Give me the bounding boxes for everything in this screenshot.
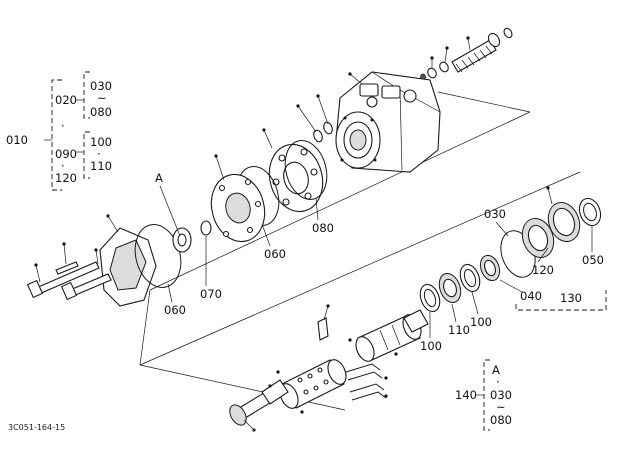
callout-030-top: 030: [90, 79, 112, 93]
tilde-bottom: ~: [496, 400, 506, 414]
tilde-top: ~: [97, 91, 107, 105]
callout-100-left: 100: [90, 135, 112, 149]
callout-090: 090: [55, 147, 77, 161]
callout-010: 010: [6, 133, 28, 147]
dot-010: ·: [61, 119, 65, 133]
callout-110-right: 110: [448, 323, 470, 337]
dot-090: ·: [61, 159, 65, 173]
callout-030-bottom: 030: [490, 388, 512, 402]
callouts-middle: A 070 060 060 080: [155, 171, 334, 317]
callout-080-mid: 080: [312, 221, 334, 235]
callout-050: 050: [582, 253, 604, 267]
assembly-outline: [139, 91, 581, 411]
callout-A-right: A: [492, 363, 500, 377]
leaf-springs: [345, 363, 388, 401]
callout-060-b: 060: [264, 247, 286, 261]
gerotor-set: [200, 128, 328, 243]
callout-120-right: 120: [532, 263, 554, 277]
spool-sleeve: [276, 304, 429, 414]
callout-040: 040: [520, 289, 542, 303]
callout-130: 130: [560, 291, 582, 305]
washers: 100 110 100: [419, 254, 501, 353]
callout-140: 140: [455, 388, 477, 402]
left-bracket-group: 010 020 030 ~ 080 · 090 · 100 · 110 120: [6, 71, 112, 191]
callout-100-a: 100: [420, 339, 442, 353]
callout-080-top: 080: [90, 105, 112, 119]
callout-020: 020: [55, 93, 77, 107]
drawing-code: 3C051-164-15: [8, 423, 65, 432]
callout-030-right: 030: [484, 207, 506, 221]
bracket-140: 140 A · 030 ~ 080: [455, 359, 512, 431]
callout-120-left: 120: [55, 171, 77, 185]
callout-110-left: 110: [90, 159, 112, 173]
dot-100: ·: [97, 147, 101, 161]
callout-100-b: 100: [470, 315, 492, 329]
callout-080-bottom: 080: [490, 413, 512, 427]
drive-shaft: [229, 379, 289, 432]
dot-right: ·: [496, 375, 500, 389]
callout-060-a: 060: [164, 303, 186, 317]
bolts: [26, 242, 112, 301]
small-seals: [296, 94, 333, 143]
callout-070: 070: [200, 287, 222, 301]
seal-stack-right: 030 050 120 040 130: [484, 186, 607, 311]
relief-valve-parts: [420, 27, 513, 81]
end-cap: [99, 214, 192, 307]
callout-A-left: A: [155, 171, 163, 185]
valve-housing: [335, 71, 441, 173]
